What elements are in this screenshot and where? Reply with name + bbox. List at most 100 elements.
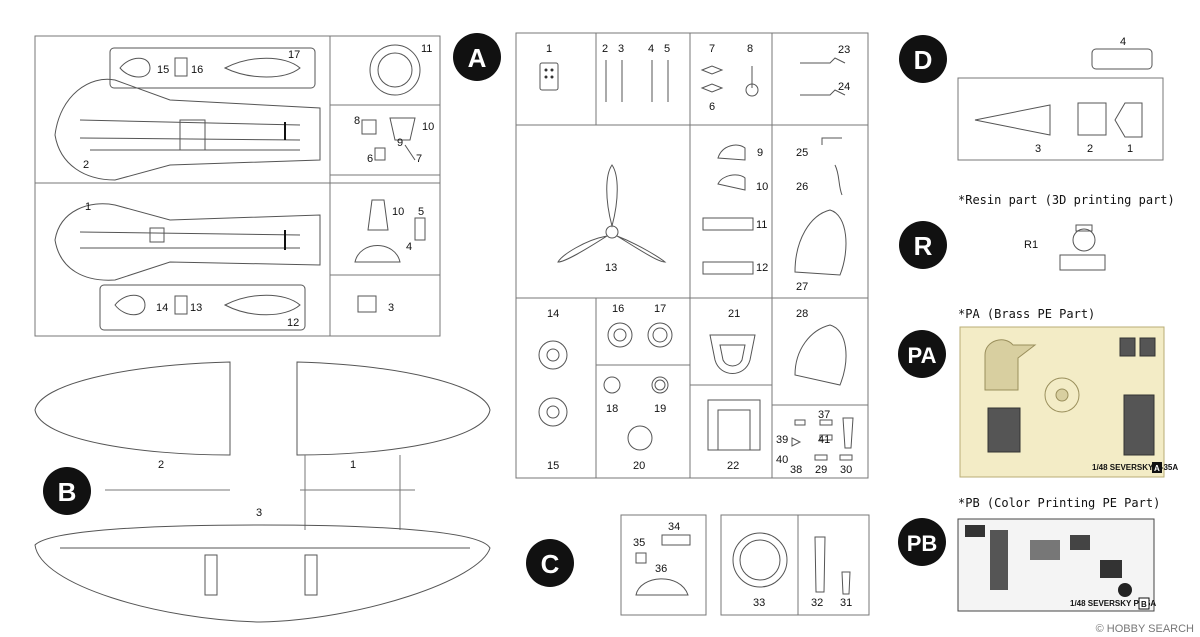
- badge-a: A: [453, 33, 501, 81]
- part-d1-3: [974, 102, 1143, 138]
- num-ar28: 28: [796, 308, 808, 320]
- part-a12-13-14: [99, 284, 306, 331]
- badge-d: D: [899, 35, 947, 83]
- part-a1-panel: [539, 62, 559, 91]
- part-a21-22: [707, 334, 761, 451]
- svg-text:PA: PA: [908, 343, 937, 368]
- num-d3: 3: [1035, 143, 1041, 155]
- sprue-d-frame: [957, 48, 1164, 161]
- svg-text:C: C: [541, 549, 560, 579]
- resin-note: *Resin part (3D printing part): [958, 193, 1175, 207]
- num-a8: 8: [354, 115, 360, 127]
- num-a5: 5: [418, 206, 424, 218]
- num-ar5: 5: [664, 43, 670, 55]
- num-b2: 2: [158, 459, 164, 471]
- num-ar20: 20: [633, 460, 645, 472]
- num-ar9: 9: [757, 147, 763, 159]
- pb-note: *PB (Color Printing PE Part): [958, 496, 1161, 510]
- part-a28: [794, 324, 847, 386]
- pa-note: *PA (Brass PE Part): [958, 307, 1096, 321]
- num-ar30: 30: [840, 464, 852, 476]
- num-ar8: 8: [747, 43, 753, 55]
- pe-pa-code: A: [1154, 464, 1160, 473]
- part-c33-ring: [732, 532, 788, 588]
- svg-text:D: D: [914, 45, 933, 75]
- num-ar24: 24: [838, 81, 850, 93]
- badge-r: R: [899, 221, 947, 269]
- num-ar13: 13: [605, 262, 617, 274]
- watermark: © HOBBY SEARCH: [1095, 623, 1194, 635]
- num-ar29: 29: [815, 464, 827, 476]
- num-a17: 17: [288, 49, 300, 61]
- part-b1-wing: [296, 361, 491, 456]
- num-a11: 11: [421, 43, 432, 55]
- num-ar37: 37: [818, 409, 830, 421]
- part-a23-24-struts: [800, 57, 846, 96]
- num-c33: 33: [753, 597, 765, 609]
- num-ar22: 22: [727, 460, 739, 472]
- num-d2: 2: [1087, 143, 1093, 155]
- num-ar41: 41: [818, 434, 830, 446]
- part-b2-wing: [34, 361, 231, 456]
- num-ar21: 21: [728, 308, 740, 320]
- badge-c: C: [526, 539, 574, 587]
- pe-pb-code: B: [1141, 600, 1147, 609]
- num-b3: 3: [256, 507, 262, 519]
- svg-text:R: R: [914, 231, 933, 261]
- num-a10-upper: 10: [422, 121, 434, 133]
- num-a10-lower: 10: [392, 206, 404, 218]
- num-ar26: 26: [796, 181, 808, 193]
- num-ar11: 11: [756, 219, 767, 231]
- num-ar40: 40: [776, 454, 788, 466]
- num-a15: 15: [157, 64, 169, 76]
- num-ar19: 19: [654, 403, 666, 415]
- num-a2: 2: [83, 159, 89, 171]
- num-ar1: 1: [546, 43, 552, 55]
- num-ar2: 2: [602, 43, 608, 55]
- num-ar3: 3: [618, 43, 624, 55]
- num-a7: 7: [416, 153, 422, 165]
- num-c32: 32: [811, 597, 823, 609]
- part-a29-41: [791, 417, 854, 461]
- part-a4-5-10: [354, 199, 426, 263]
- num-r1: R1: [1024, 239, 1038, 251]
- num-ar15: 15: [547, 460, 559, 472]
- part-c32: [814, 536, 826, 593]
- num-ar39: 39: [776, 434, 788, 446]
- part-a25-27: [794, 137, 847, 276]
- num-c34: 34: [668, 521, 680, 533]
- num-ar14: 14: [547, 308, 559, 320]
- num-ar4: 4: [648, 43, 654, 55]
- num-ar23: 23: [838, 44, 850, 56]
- svg-text:B: B: [58, 477, 77, 507]
- sprue-b-runners: [105, 455, 415, 530]
- num-ar17: 17: [654, 303, 666, 315]
- num-a16: 16: [191, 64, 203, 76]
- num-d1: 1: [1127, 143, 1133, 155]
- num-ar16: 16: [612, 303, 624, 315]
- num-ar12: 12: [756, 262, 768, 274]
- num-a14: 14: [156, 302, 168, 314]
- badge-pb: PB: [898, 518, 946, 566]
- pe-pb-fret-label: 1/48 SEVERSKY P-35A: [1070, 599, 1156, 608]
- num-b1: 1: [350, 459, 356, 471]
- pe-pa-fret-label: 1/48 SEVERSKY P-35A: [1092, 463, 1178, 472]
- part-a9-12-canopy: [702, 144, 754, 275]
- pe-fret-pb: [957, 518, 1155, 612]
- num-d4: 4: [1120, 36, 1126, 48]
- num-a9: 9: [397, 137, 403, 149]
- num-a6: 6: [367, 153, 373, 165]
- part-a15-16-17: [109, 47, 316, 89]
- svg-text:A: A: [468, 43, 487, 73]
- num-c35: 35: [633, 537, 645, 549]
- badge-b: B: [43, 467, 91, 515]
- svg-text:PB: PB: [907, 531, 938, 556]
- part-a13-propeller: [557, 164, 667, 263]
- part-a2-fuselage: [54, 78, 321, 181]
- pe-fret-pa: [959, 326, 1165, 478]
- num-ar18: 18: [606, 403, 618, 415]
- part-b3-lower-wing: [34, 524, 491, 623]
- part-c34-36: [635, 534, 691, 596]
- part-a2-5-rods: [605, 60, 669, 102]
